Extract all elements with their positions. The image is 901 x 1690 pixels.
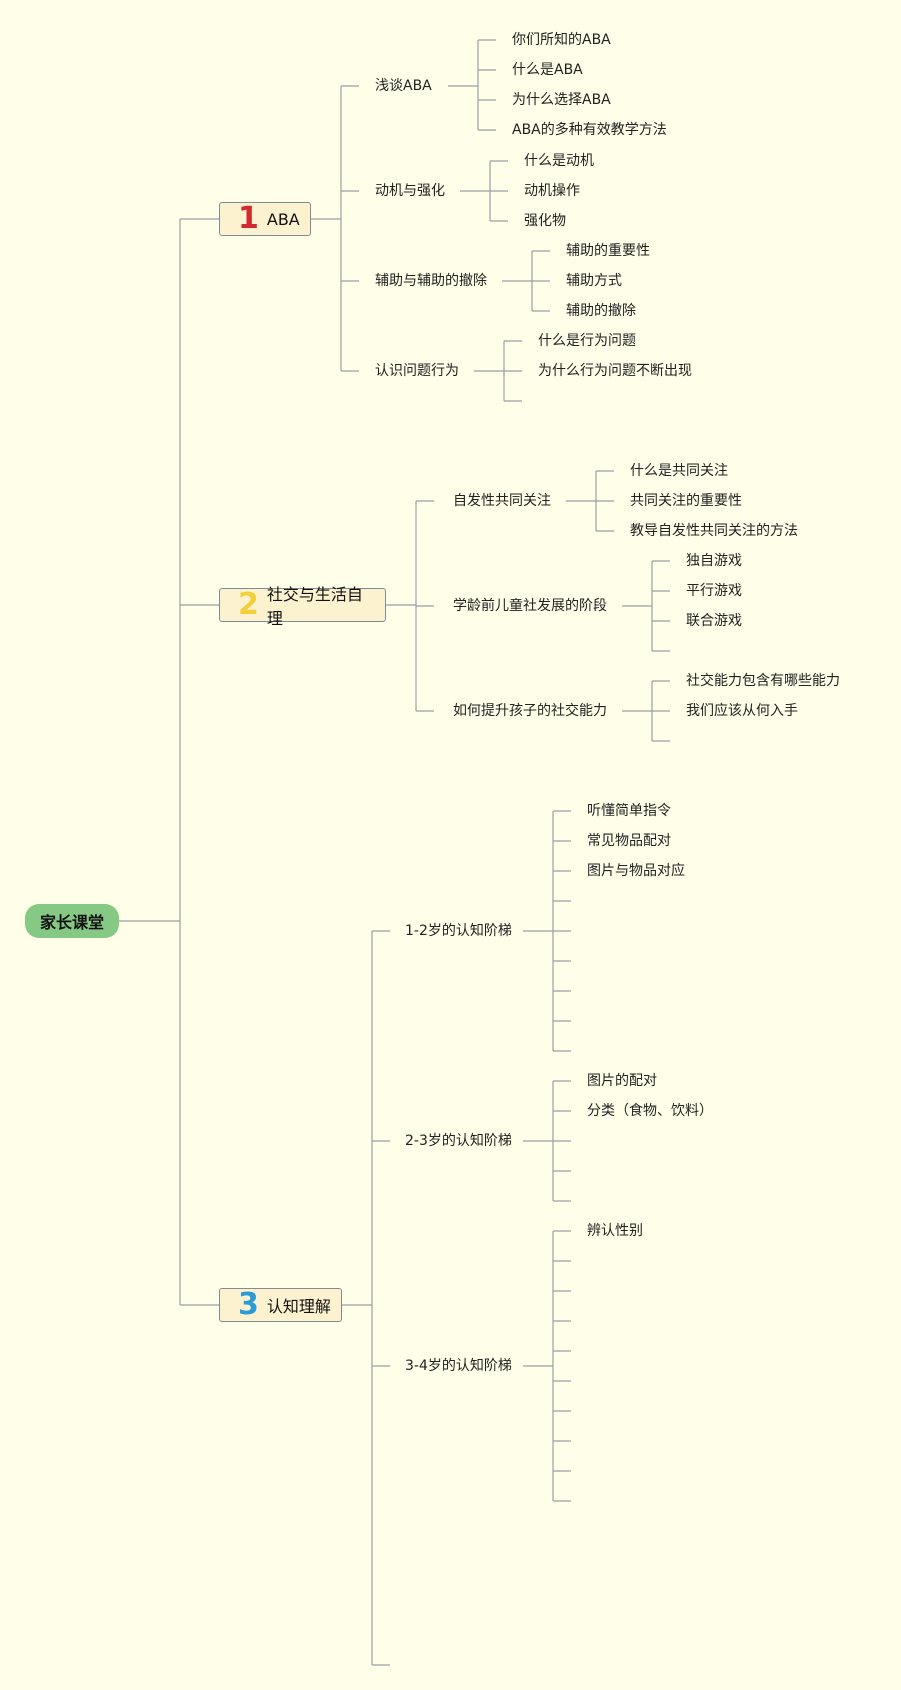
subtopic-label[interactable]: 辨认性别 [587,1223,643,1239]
topic-label[interactable]: 浅谈ABA [375,78,432,94]
topic-label[interactable]: 2-3岁的认知阶梯 [405,1133,512,1149]
subtopic-label[interactable]: 我们应该从何入手 [686,703,798,719]
subtopic-label[interactable]: 什么是动机 [524,153,594,169]
subtopic-label[interactable]: 什么是行为问题 [538,333,636,349]
subtopic-label[interactable]: 你们所知的ABA [512,32,611,48]
branch-label: 认知理解 [266,1297,331,1316]
topic-label[interactable]: 学龄前儿童社发展的阶段 [453,598,607,614]
topic-label[interactable]: 自发性共同关注 [453,493,551,509]
subtopic-label[interactable]: 图片的配对 [587,1073,657,1089]
subtopic-label[interactable]: 什么是共同关注 [630,463,728,479]
subtopic-label[interactable]: 为什么行为问题不断出现 [538,363,692,379]
subtopic-label[interactable]: 为什么选择ABA [512,92,611,108]
subtopic-label[interactable]: 平行游戏 [686,583,742,599]
branch-label: ABA [266,209,300,229]
subtopic-label[interactable]: 共同关注的重要性 [630,493,742,509]
subtopic-label[interactable]: 常见物品配对 [587,833,671,849]
subtopic-label[interactable]: 强化物 [524,213,566,229]
topic-label[interactable]: 动机与强化 [375,183,445,199]
subtopic-label[interactable]: 辅助的撤除 [566,303,636,319]
subtopic-label[interactable]: ABA的多种有效教学方法 [512,122,667,138]
subtopic-label[interactable]: 听懂简单指令 [587,803,671,819]
subtopic-label[interactable]: 什么是ABA [512,62,583,78]
branch-label: 社交与生活自理 [266,585,363,628]
branch-node-3[interactable]: 3 认知理解 [219,1288,342,1322]
topic-label[interactable]: 认识问题行为 [375,363,459,379]
root-node[interactable]: 家长课堂 [25,904,119,938]
branch-number-icon: 2 [238,587,259,622]
subtopic-label[interactable]: 独自游戏 [686,553,742,569]
subtopic-label[interactable]: 分类（食物、饮料） [587,1103,713,1119]
topic-label[interactable]: 1-2岁的认知阶梯 [405,923,512,939]
topic-label[interactable]: 辅助与辅助的撤除 [375,273,487,289]
subtopic-label[interactable]: 社交能力包含有哪些能力 [686,673,840,689]
branch-number-icon: 3 [238,1287,259,1322]
subtopic-label[interactable]: 图片与物品对应 [587,863,685,879]
subtopic-label[interactable]: 辅助方式 [566,273,622,289]
subtopic-label[interactable]: 教导自发性共同关注的方法 [630,523,798,539]
topic-label[interactable]: 3-4岁的认知阶梯 [405,1358,512,1374]
subtopic-label[interactable]: 辅助的重要性 [566,243,650,259]
subtopic-label[interactable]: 动机操作 [524,183,580,199]
branch-node-1[interactable]: 1 ABA [219,202,311,236]
topic-label[interactable]: 如何提升孩子的社交能力 [453,703,607,719]
branch-number-icon: 1 [238,201,259,236]
subtopic-label[interactable]: 联合游戏 [686,613,742,629]
